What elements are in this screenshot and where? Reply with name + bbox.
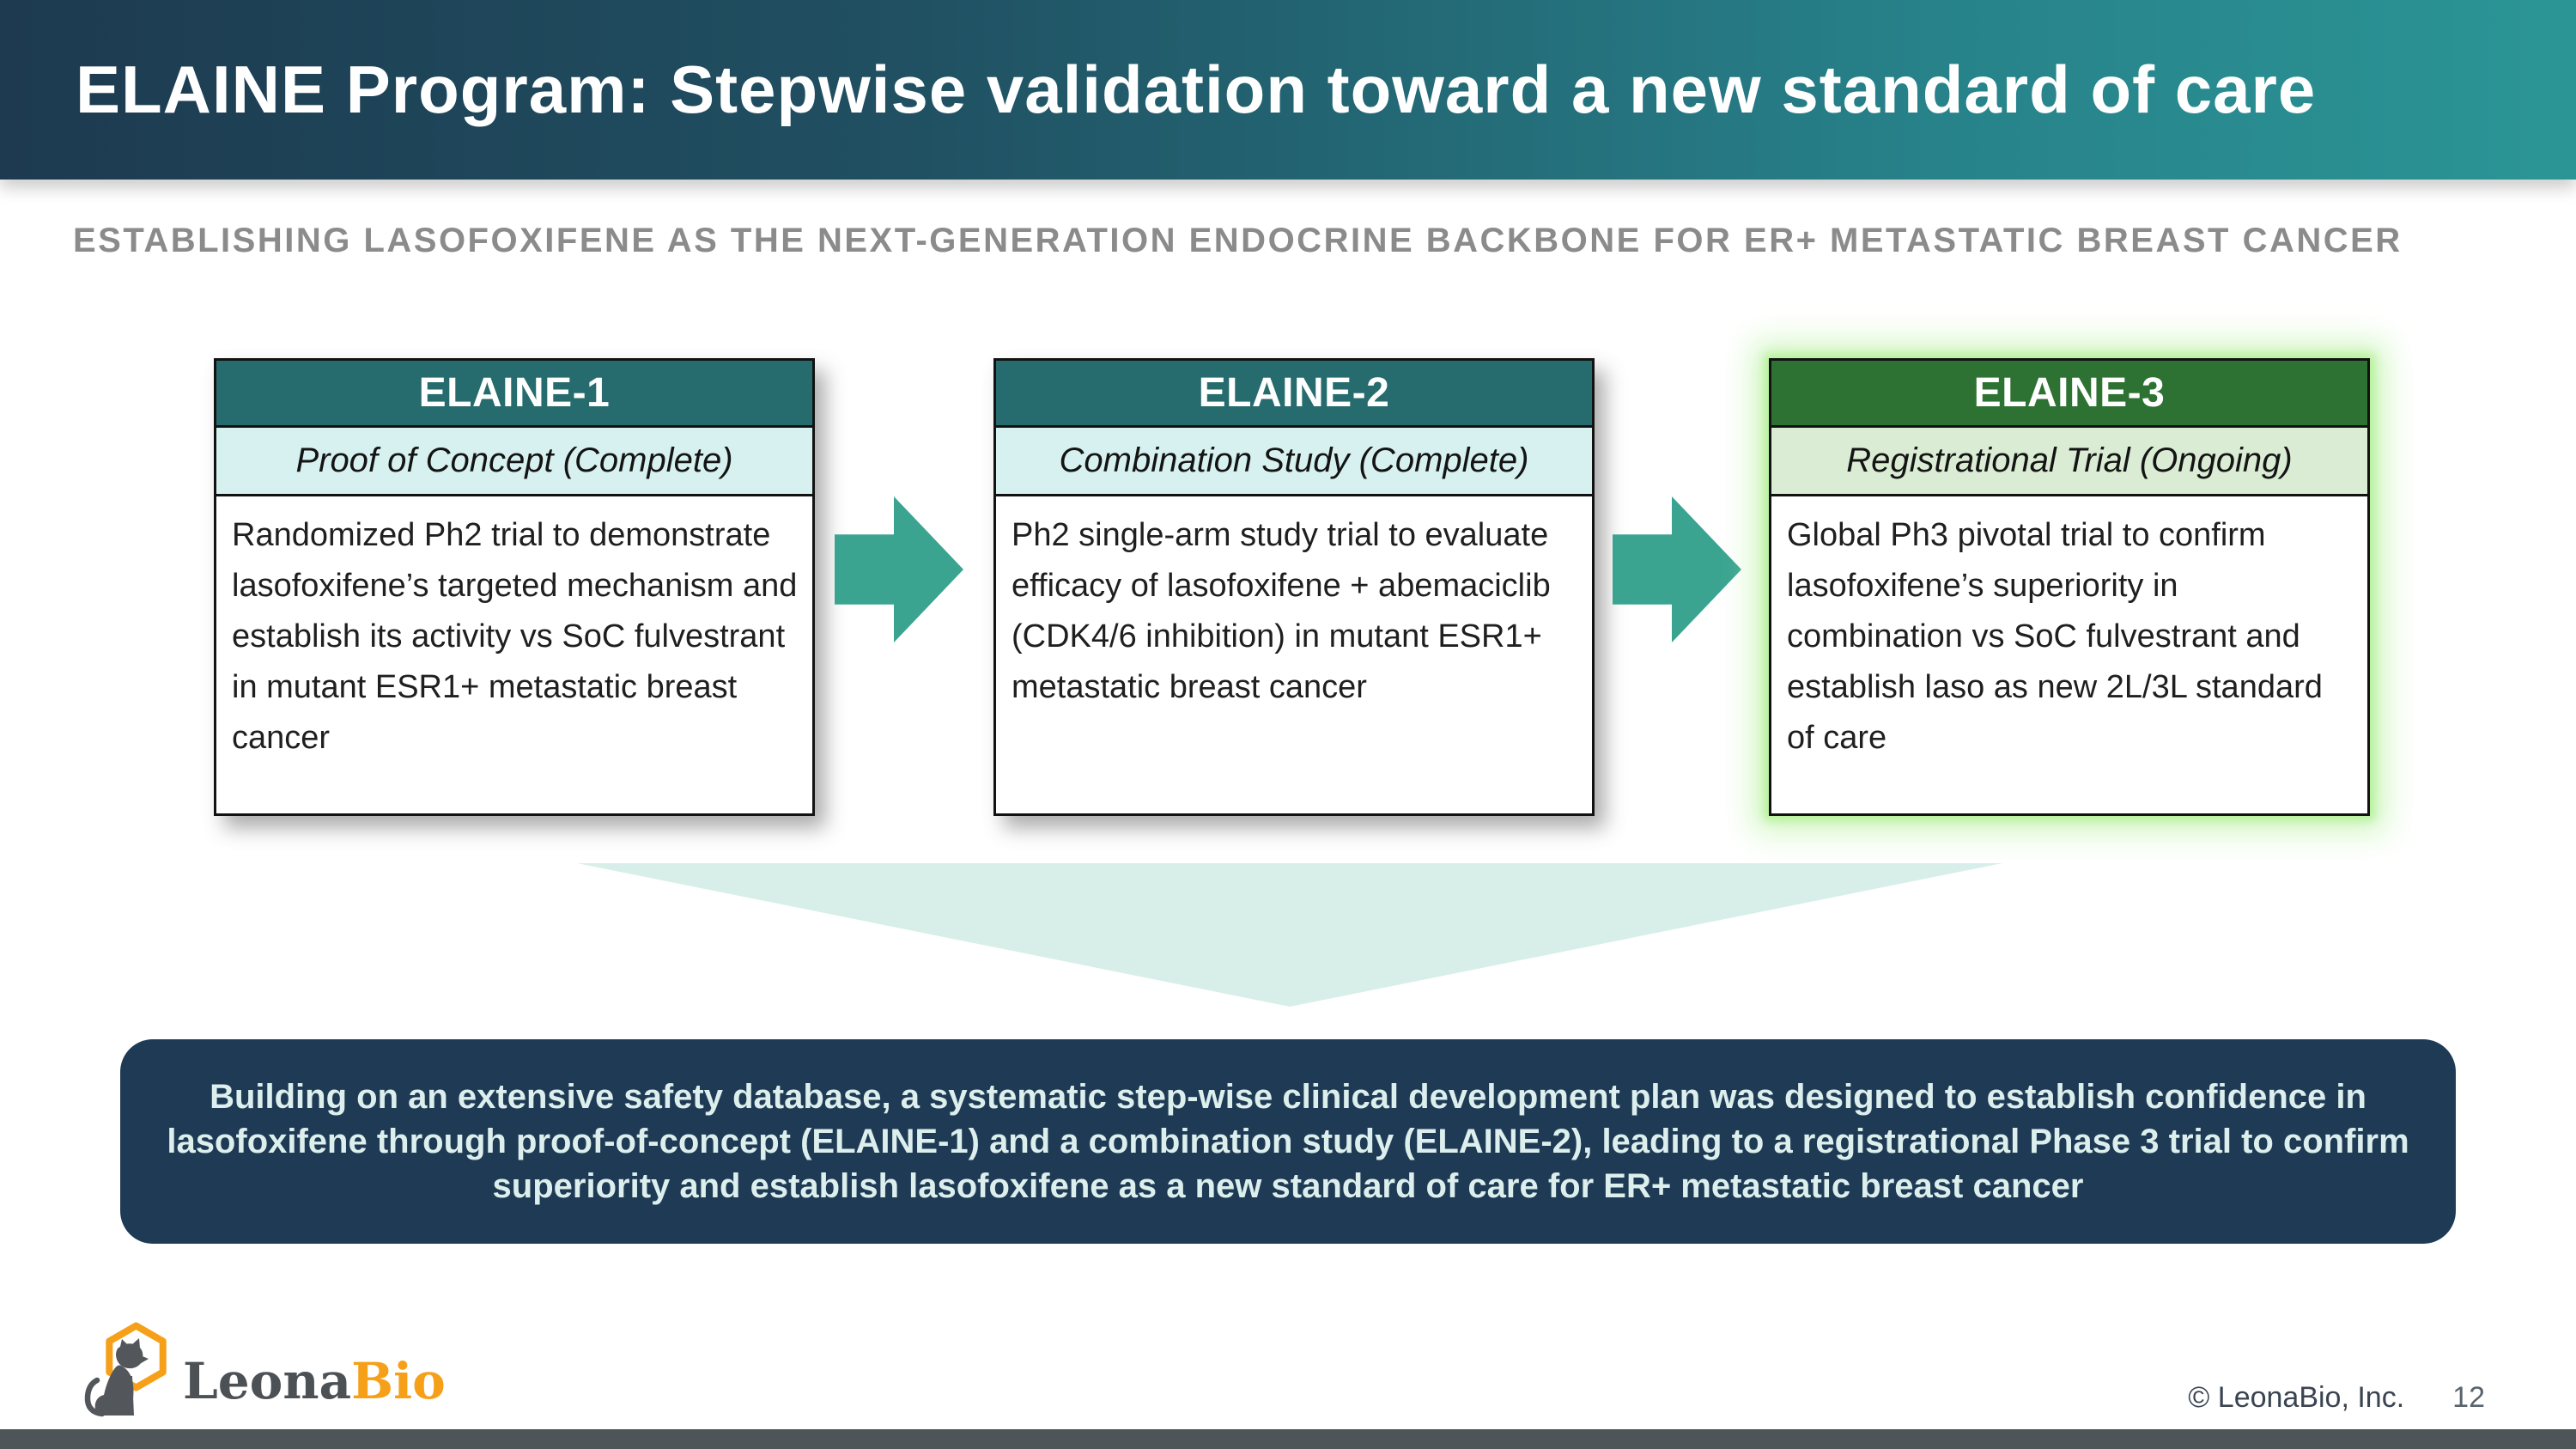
page-number: 12: [2452, 1381, 2485, 1414]
hexagon-icon: [106, 1322, 167, 1391]
page-title: ELAINE Program: Stepwise validation towa…: [76, 52, 2317, 127]
card-elaine-3-title: ELAINE-3: [1771, 361, 2367, 428]
card-elaine-3: ELAINE-3 Registrational Trial (Ongoing) …: [1769, 358, 2370, 816]
card-elaine-1-description: Randomized Ph2 trial to demonstrate laso…: [232, 517, 798, 756]
footer-right: © LeonaBio, Inc. 12: [2188, 1381, 2485, 1415]
cat-icon: [94, 1338, 149, 1416]
leonabio-logo: LeonaBio: [82, 1321, 446, 1420]
logo-text-bio: Bio: [351, 1352, 446, 1410]
logo-wordmark: LeonaBio: [183, 1356, 446, 1420]
card-elaine-1: ELAINE-1 Proof of Concept (Complete) Ran…: [214, 358, 815, 816]
card-elaine-3-status: Registrational Trial (Ongoing): [1771, 428, 2367, 496]
summary-box: Building on an extensive safety database…: [120, 1039, 2456, 1244]
summary-text: Building on an extensive safety database…: [167, 1078, 2409, 1205]
card-elaine-2-status: Combination Study (Complete): [996, 428, 1592, 496]
slide-header: ELAINE Program: Stepwise validation towa…: [0, 0, 2576, 180]
card-elaine-2-description: Ph2 single-arm study trial to evaluate e…: [1012, 517, 1551, 705]
funnel-down-arrow-icon: [577, 863, 2002, 1007]
card-elaine-2-title: ELAINE-2: [996, 361, 1592, 428]
card-elaine-2: ELAINE-2 Combination Study (Complete) Ph…: [993, 358, 1595, 816]
arrow-right-icon: [1613, 496, 1741, 642]
cat-tail-icon: [84, 1377, 106, 1417]
slide-subtitle: ESTABLISHING LASOFOXIFENE AS THE NEXT-GE…: [73, 222, 2403, 259]
card-elaine-1-title: ELAINE-1: [216, 361, 812, 428]
arrow-right-icon: [835, 496, 963, 642]
bottom-bar: [0, 1429, 2576, 1449]
card-elaine-1-status: Proof of Concept (Complete): [216, 428, 812, 496]
cat-in-hexagon-icon: [84, 1322, 167, 1417]
logo-text-leona: Leona: [183, 1352, 352, 1410]
copyright-text: © LeonaBio, Inc.: [2188, 1381, 2405, 1414]
card-elaine-3-description: Global Ph3 pivotal trial to confirm laso…: [1787, 517, 2323, 756]
